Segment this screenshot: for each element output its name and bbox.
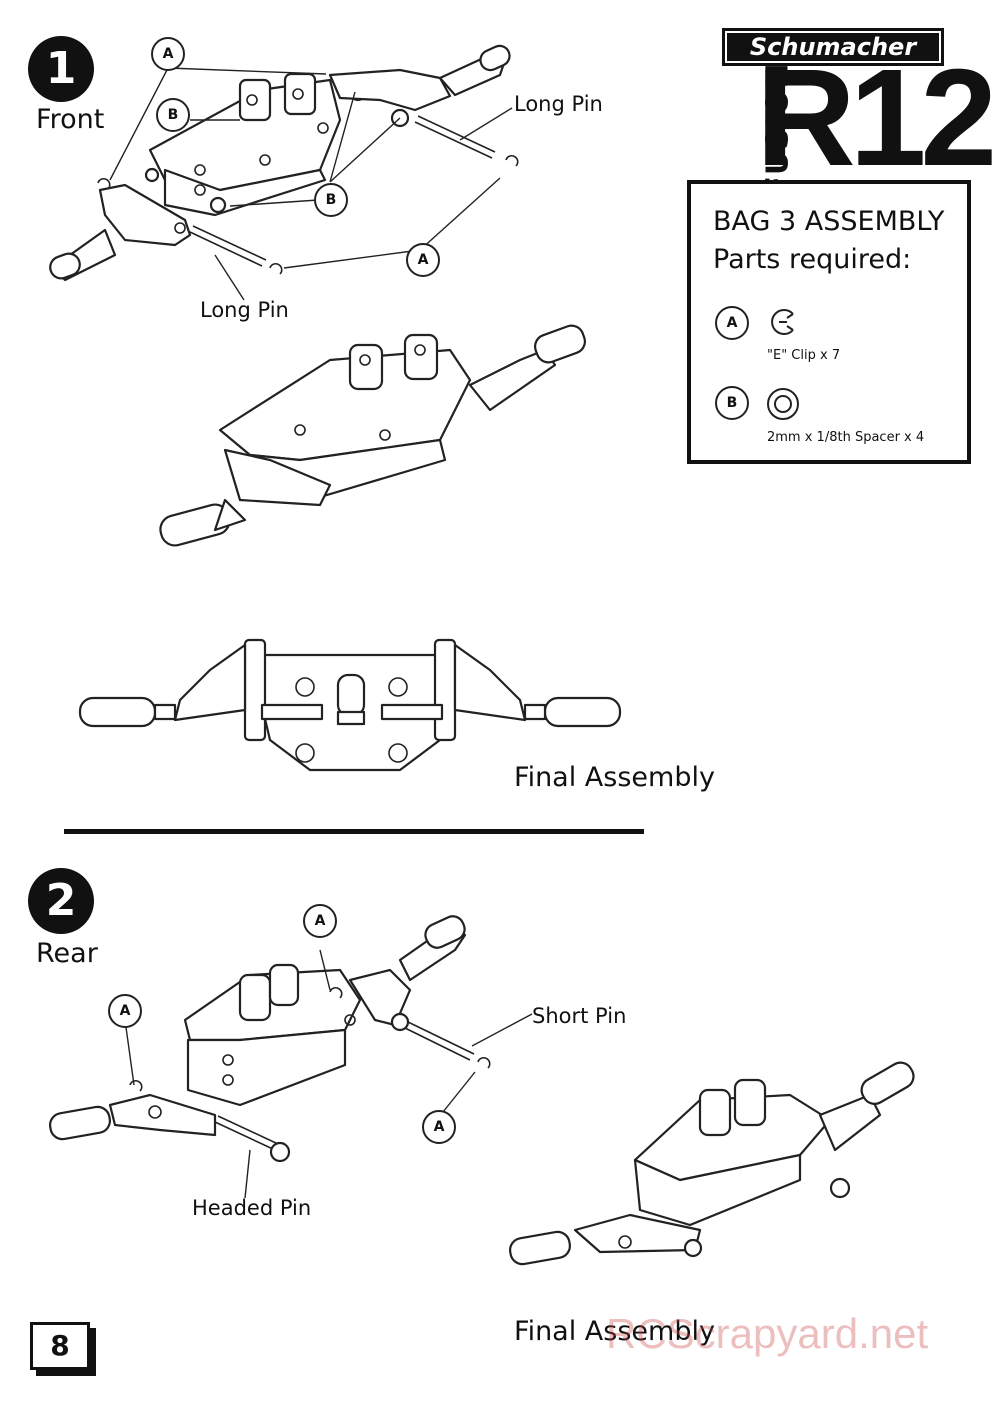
parts-box-title: BAG 3 ASSEMBLY — [713, 206, 945, 237]
watermark-text: RCScrapyard.net — [606, 1310, 929, 1357]
parts-box-subtitle: Parts required: — [713, 244, 912, 275]
front-exploded-diagram — [49, 44, 587, 547]
callout-a-rear-3: A — [422, 1110, 456, 1144]
brand-logo: Schumacher — [722, 28, 944, 66]
step-1-label: Front — [36, 104, 105, 135]
short-pin-label: Short Pin — [532, 1004, 627, 1028]
callout-a-front-2: A — [406, 243, 440, 277]
spacer-ring-icon — [767, 388, 799, 420]
brand-model-name: R12 — [756, 41, 997, 195]
callout-a-rear-1: A — [303, 904, 337, 938]
final-assembly-label-rear: Final Assembly — [514, 1316, 715, 1347]
callout-a-rear-2: A — [108, 994, 142, 1028]
part-marker-a: A — [715, 306, 749, 340]
callout-b-front-2: B — [314, 183, 348, 217]
step-2-label: Rear — [36, 938, 98, 969]
step-2-number: 2 — [28, 868, 94, 934]
long-pin-label-right: Long Pin — [514, 92, 603, 116]
long-pin-label-left: Long Pin — [200, 298, 289, 322]
e-clip-icon — [771, 309, 794, 335]
parts-required-box: BAG 3 ASSEMBLY Parts required: A "E" Cli… — [687, 180, 971, 464]
section-divider — [64, 829, 644, 834]
callout-b-front-1: B — [156, 98, 190, 132]
part-label-spacer: 2mm x 1/8th Spacer x 4 — [767, 430, 925, 445]
front-final-assembly-diagram — [78, 638, 622, 772]
part-marker-b: B — [715, 386, 749, 420]
rear-exploded-diagram — [48, 915, 915, 1266]
final-assembly-label-front: Final Assembly — [514, 762, 715, 793]
callout-a-front-1: A — [151, 37, 185, 71]
step-1-number: 1 — [28, 36, 94, 102]
page-number: 8 — [30, 1322, 90, 1370]
headed-pin-label: Headed Pin — [192, 1196, 312, 1220]
part-label-e-clip: "E" Clip x 7 — [767, 348, 841, 363]
